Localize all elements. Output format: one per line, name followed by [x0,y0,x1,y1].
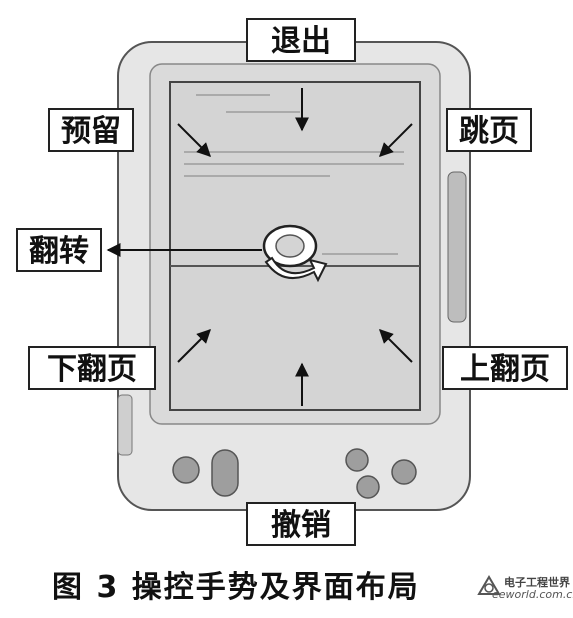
label-flip: 翻转 [16,228,102,272]
device-side-notch-left [117,394,133,456]
device-round-button-icon [172,456,200,484]
screen-faint-text [184,94,404,255]
watermark: 电子工程世界 eeworld.com.cn [476,574,573,610]
arrow-reserve [177,123,211,157]
label-prev-page: 上翻页 [442,346,568,390]
watermark-site: eeworld.com.cn [492,588,573,601]
device-side-tab-right [447,171,467,323]
arrow-next-page [177,329,211,363]
arrow-prev-page [379,329,413,363]
device-round-button-icon [356,475,380,499]
curved-rotate-arrow-icon [262,224,328,283]
label-reserve: 预留 [48,108,134,152]
label-exit: 退出 [246,18,356,62]
label-next-page: 下翻页 [28,346,156,390]
watermark-logo-icon [477,575,501,595]
arrow-jump-page [379,123,413,157]
label-jump-page: 跳页 [446,108,532,152]
device-buttons-left [172,449,239,497]
device-oval-button-icon [211,449,239,497]
label-undo: 撤销 [246,502,356,546]
device-buttons-right [345,448,417,499]
device-round-button-icon [391,459,417,485]
watermark-brand: 电子工程世界 [504,576,570,589]
device-round-button-icon [345,448,369,472]
figure-caption: 图 3 操控手势及界面布局 [52,570,420,605]
